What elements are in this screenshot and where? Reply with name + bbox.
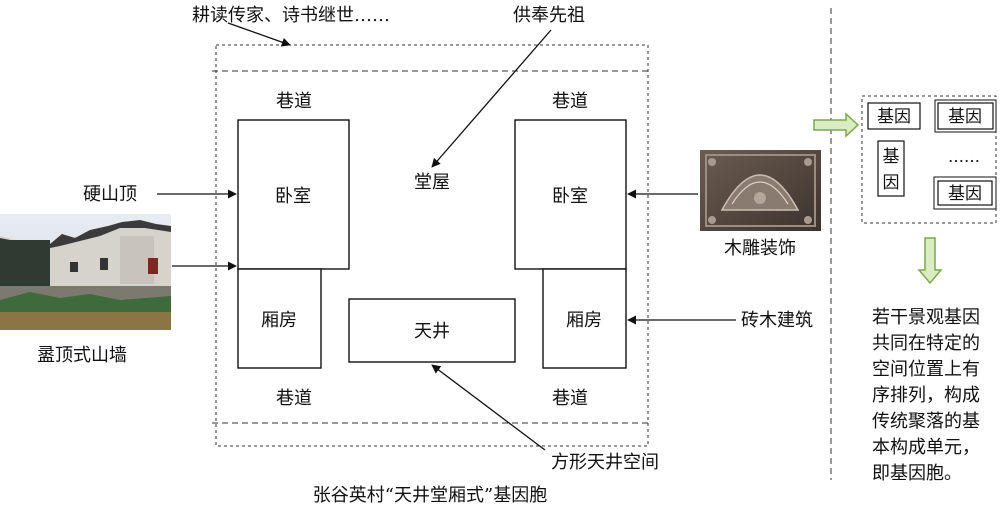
description-line: 本构成单元， bbox=[872, 437, 980, 458]
bottom-caption: 张谷英村“天井堂厢式”基因胞 bbox=[313, 485, 547, 506]
wing-left-box bbox=[237, 268, 322, 369]
ancestor-arrow bbox=[431, 29, 552, 168]
description-line: 空间位置上有 bbox=[872, 359, 980, 380]
wood-carving-photo bbox=[700, 150, 821, 231]
lane-bottom-left: 巷道 bbox=[276, 388, 312, 409]
gene-cell-boundary bbox=[861, 95, 997, 224]
brick-wood-label: 砖木建筑 bbox=[741, 310, 813, 331]
wall-photo-caption: 盝顶式山墙 bbox=[37, 345, 127, 366]
gene-ellipsis: …… bbox=[948, 147, 980, 166]
description-line: 序排列，构成 bbox=[872, 385, 980, 406]
wing-right-label: 厢房 bbox=[566, 310, 602, 331]
gene-label-3-top: 基 bbox=[883, 147, 900, 167]
bedroom-left-label: 卧室 bbox=[275, 186, 311, 207]
wall-photo bbox=[0, 214, 171, 330]
lane-bottom-right: 巷道 bbox=[552, 388, 588, 409]
courtyard-label: 天井 bbox=[414, 321, 450, 342]
description-line: 即基因胞。 bbox=[872, 463, 962, 484]
gene-label-4: 基因 bbox=[948, 184, 982, 204]
bedroom-left-box bbox=[237, 119, 350, 270]
green-arrow-right-icon bbox=[813, 112, 860, 138]
courtyard-box bbox=[348, 298, 516, 363]
green-arrow-down-icon bbox=[917, 237, 943, 285]
gene-label-3-bottom: 因 bbox=[883, 173, 900, 193]
ancestor-label: 供奉先祖 bbox=[513, 5, 585, 26]
hall-label: 堂屋 bbox=[414, 172, 450, 193]
top-left-text: 耕读传家、诗书继世…… bbox=[192, 5, 390, 26]
gene-box-4 bbox=[937, 180, 993, 206]
gene-box-2 bbox=[937, 102, 994, 130]
gene-label-2: 基因 bbox=[948, 107, 982, 127]
square-courtyard-arrow bbox=[431, 364, 546, 451]
description-line: 若干景观基因 bbox=[872, 307, 980, 328]
gene-label-1: 基因 bbox=[877, 107, 911, 127]
description-line: 共同在特定的 bbox=[872, 333, 980, 354]
lane-top-left: 巷道 bbox=[276, 91, 312, 112]
unit-boundary bbox=[215, 44, 649, 447]
lane-top-right: 巷道 bbox=[552, 91, 588, 112]
wood-carving-caption: 木雕装饰 bbox=[724, 238, 796, 259]
top-left-arrow bbox=[227, 22, 291, 47]
bedroom-right-box bbox=[514, 119, 627, 270]
wing-left-label: 厢房 bbox=[261, 310, 297, 331]
square-courtyard-label: 方形天井空间 bbox=[551, 452, 659, 473]
bedroom-right-label: 卧室 bbox=[552, 186, 588, 207]
wing-right-box bbox=[542, 268, 627, 369]
gene-box-1 bbox=[867, 102, 921, 130]
description-line: 传统聚落的基 bbox=[872, 411, 980, 432]
gable-roof-label: 硬山顶 bbox=[83, 184, 137, 205]
gene-box-3 bbox=[877, 140, 905, 197]
